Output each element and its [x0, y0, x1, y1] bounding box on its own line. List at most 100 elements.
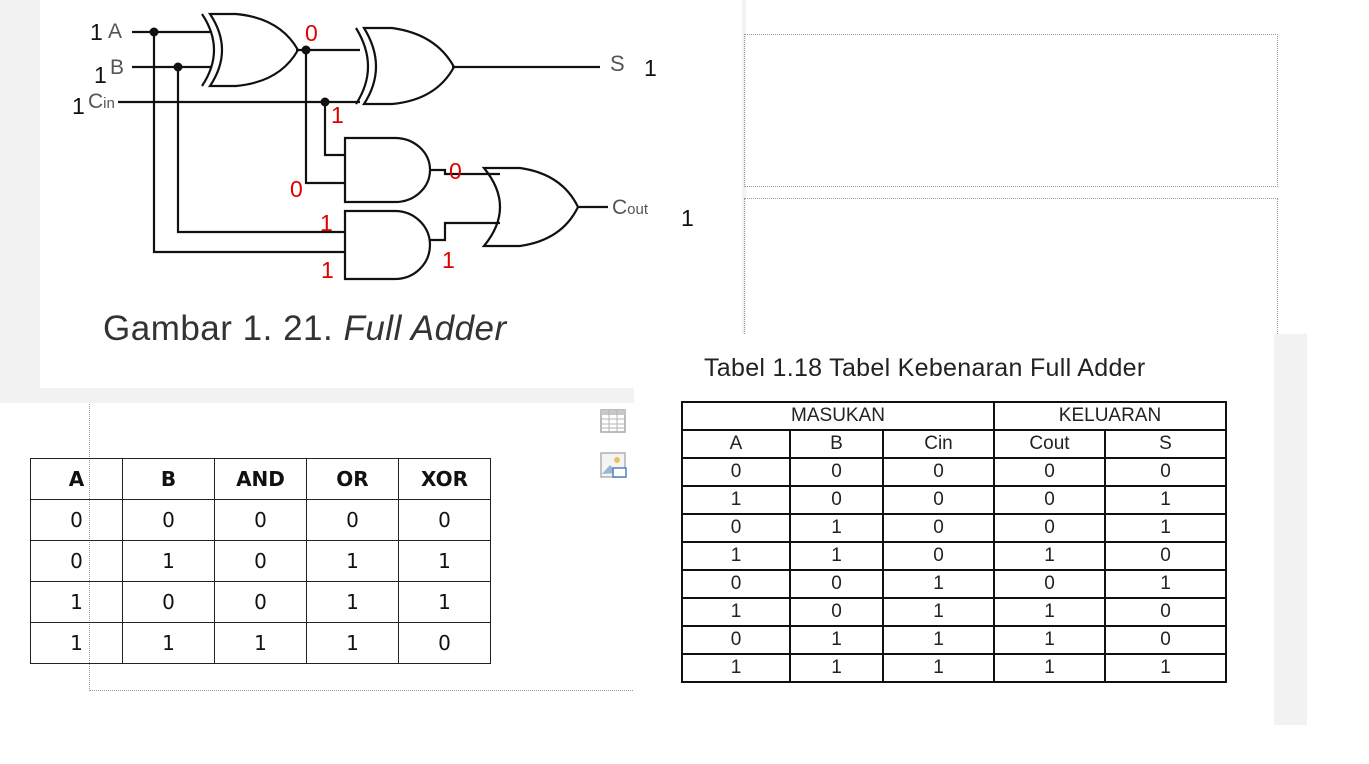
value-and2-out: 1 — [442, 247, 455, 273]
slide-background-bottom — [0, 388, 742, 403]
header-cout: Cout — [993, 429, 1106, 459]
table-cell: 0 — [789, 597, 884, 627]
table-cell: 0 — [993, 485, 1106, 515]
table-row: 1 1 1 1 1 — [681, 653, 1227, 683]
table-cell: 0 — [214, 540, 307, 582]
table-cell: 0 — [789, 485, 884, 515]
xor-gate-2-back — [355, 27, 370, 105]
table-cell: 0 — [789, 457, 884, 487]
table-cell: 1 — [122, 622, 215, 664]
table-cell: 1 — [214, 622, 307, 664]
table-cell: 1 — [30, 581, 123, 623]
table-cell: 1 — [681, 485, 791, 515]
table-cell: 1 — [306, 540, 399, 582]
table-cell: 1 — [1104, 513, 1227, 543]
table-cell: 0 — [214, 499, 307, 541]
table-cell: 1 — [306, 581, 399, 623]
table-row: 0 1 0 1 1 — [30, 540, 491, 582]
table-cell: 1 — [882, 569, 995, 599]
table-cell: 1 — [1104, 653, 1227, 683]
table-row: 0 0 0 0 0 — [681, 457, 1227, 487]
table-cell: 1 — [993, 653, 1106, 683]
xor-gate-2-body — [361, 26, 456, 106]
table-cell: 1 — [882, 653, 995, 683]
table-row: 1 0 1 1 0 — [681, 597, 1227, 627]
table-group-row: MASUKAN KELUARAN — [681, 401, 1227, 431]
slide-background-right — [1274, 334, 1307, 725]
or-gate — [481, 166, 580, 248]
input-b-label: B — [110, 56, 125, 79]
table-cell: 1 — [122, 540, 215, 582]
value-cin-tap: 1 — [331, 102, 344, 128]
header-b: B — [789, 429, 884, 459]
table-cell: 0 — [882, 457, 995, 487]
xor-gate-1-back — [201, 13, 216, 87]
value-s: 1 — [644, 55, 657, 81]
table-row: 0 1 0 0 1 — [681, 513, 1227, 543]
logic-gate-truth-table: A B AND OR XOR 0 0 0 0 0 0 1 0 1 1 1 0 0… — [30, 458, 491, 664]
table-cell: 0 — [398, 499, 491, 541]
table-cell: 0 — [993, 569, 1106, 599]
table-row: 1 0 0 1 1 — [30, 581, 491, 623]
wire-and1-out — [430, 168, 500, 176]
table-cell: 0 — [1104, 597, 1227, 627]
table-cell: 1 — [882, 597, 995, 627]
output-s-label: S — [610, 51, 625, 76]
value-and2-in-a: 1 — [321, 257, 334, 283]
table-cell: 0 — [993, 513, 1106, 543]
table-cell: 0 — [993, 457, 1106, 487]
table-cell: 1 — [681, 597, 791, 627]
table-cell: 0 — [1104, 541, 1227, 571]
picture-icon[interactable] — [600, 452, 628, 480]
table-cell: 1 — [1104, 569, 1227, 599]
and-gate-2 — [343, 209, 432, 281]
header-s: S — [1104, 429, 1227, 459]
output-cout-label: Cout — [612, 196, 649, 219]
table-cell: 1 — [1104, 485, 1227, 515]
table-cell: 1 — [789, 625, 884, 655]
table-cell: 0 — [214, 581, 307, 623]
full-adder-circuit — [118, 12, 608, 281]
value-cout: 1 — [681, 205, 694, 231]
group-keluaran: KELUARAN — [993, 401, 1227, 431]
input-a-label: A — [108, 20, 123, 43]
table-row: 0 0 1 0 1 — [681, 569, 1227, 599]
table-cell: 0 — [882, 485, 995, 515]
content-placeholder-2[interactable] — [744, 198, 1278, 340]
content-placeholder-1[interactable] — [744, 34, 1278, 187]
header-and: AND — [214, 458, 307, 500]
table-cell: 1 — [789, 513, 884, 543]
table-row: 1 1 1 1 0 — [30, 622, 491, 664]
table-cell: 0 — [882, 513, 995, 543]
table-cell: 1 — [993, 597, 1106, 627]
table-cell: 1 — [30, 622, 123, 664]
value-and1-out: 0 — [449, 158, 462, 184]
value-and2-in-b: 1 — [320, 210, 333, 236]
table-icon[interactable] — [600, 409, 626, 433]
table-header-row: A B AND OR XOR — [30, 458, 491, 500]
value-a: 1 — [90, 19, 103, 45]
caption-prefix: Gambar 1. 21. — [103, 309, 344, 348]
table-cell: 0 — [122, 499, 215, 541]
table-cell: 0 — [306, 499, 399, 541]
value-b: 1 — [94, 62, 107, 88]
wire-b-branch — [176, 67, 345, 234]
full-adder-table-title: Tabel 1.18 Tabel Kebenaran Full Adder — [704, 354, 1146, 382]
value-cin: 1 — [72, 93, 85, 119]
table-cell: 0 — [398, 622, 491, 664]
caption-italic: Full Adder — [343, 309, 507, 348]
table-cell: 1 — [789, 653, 884, 683]
table-cell: 0 — [30, 540, 123, 582]
table-cell: 0 — [681, 569, 791, 599]
table-row: 0 1 1 1 0 — [681, 625, 1227, 655]
group-masukan: MASUKAN — [681, 401, 995, 431]
table-cell: 0 — [789, 569, 884, 599]
wire-xor1-to-and — [304, 50, 345, 185]
table-cell: 1 — [681, 541, 791, 571]
table-cell: 0 — [681, 513, 791, 543]
table-cell: 1 — [993, 625, 1106, 655]
value-xor1-out: 0 — [305, 20, 318, 46]
table-cell: 0 — [681, 457, 791, 487]
table-cell: 1 — [882, 625, 995, 655]
table-cell: 0 — [1104, 457, 1227, 487]
